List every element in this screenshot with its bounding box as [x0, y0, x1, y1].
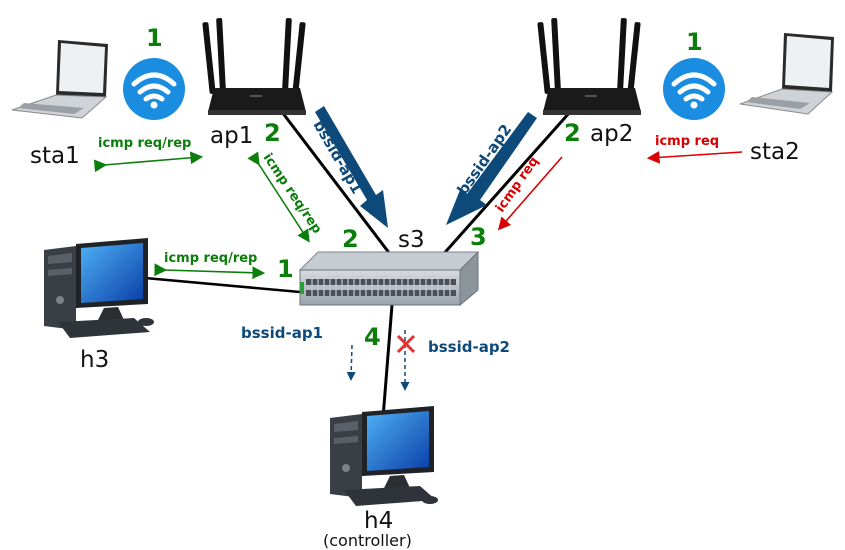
label-ap1: ap1 [210, 123, 253, 149]
flow-label-sta1-ap1: icmp req/rep [98, 136, 191, 151]
arrow-sta1-ap1 [93, 151, 204, 173]
arrow-sta2-ap2 [646, 150, 743, 164]
link-ap2-s3 [438, 111, 572, 259]
dashed-arrow-ap1 [346, 344, 356, 381]
arrow-ap1-s3 [247, 151, 310, 243]
bssid-arrows [315, 106, 537, 391]
label-h3: h3 [80, 347, 109, 373]
bssid-arrow-ap1 [315, 106, 388, 228]
step-ap2-port: 2 [564, 119, 581, 147]
flow-label-h3-s3: icmp req/rep [164, 251, 257, 266]
label-h4: h4 [364, 508, 393, 534]
arrow-ap2-s3 [497, 156, 563, 231]
step-ap1-port: 2 [264, 119, 281, 147]
step-wifi-ap1: 1 [146, 24, 163, 52]
desktop-h4-icon [330, 406, 438, 506]
desktop-h3-icon [44, 238, 154, 338]
label-sta2: sta2 [750, 139, 800, 165]
link-ap1-s3 [280, 111, 395, 259]
flow-arrows-red [497, 150, 743, 231]
flow-label-ap1-s3: icmp req/rep [260, 151, 325, 237]
link-h3-s3 [144, 276, 301, 294]
arrow-h3-s3 [154, 263, 266, 280]
wifi-icon [663, 58, 725, 120]
step-s3-port-ap1: 2 [342, 225, 359, 253]
label-h4-note: (controller) [323, 531, 412, 550]
step-s3-port-h4: 4 [364, 323, 381, 351]
bssid-label-ap2-bottom: bssid-ap2 [428, 338, 510, 356]
step-s3-port-h3: 1 [277, 255, 294, 283]
link-s3-h4 [381, 304, 394, 419]
bssid-arrow-ap2 [446, 112, 537, 225]
label-ap2: ap2 [590, 121, 633, 147]
laptop-sta2-icon [739, 33, 834, 115]
laptop-sta1-icon [11, 40, 108, 119]
label-s3: s3 [398, 227, 425, 253]
links [144, 111, 572, 419]
label-sta1: sta1 [30, 143, 80, 169]
flow-label-sta2-ap2: icmp req [655, 134, 719, 149]
router-ap2-icon [537, 17, 641, 115]
flow-arrows-green [93, 151, 310, 280]
wifi-icon [123, 58, 185, 120]
blocked-x-icon [396, 334, 416, 354]
router-ap1-icon [202, 17, 306, 115]
bssid-label-ap1-bottom: bssid-ap1 [241, 324, 323, 342]
switch-s3-icon [298, 250, 480, 307]
step-s3-port-ap2: 3 [470, 223, 487, 251]
step-wifi-ap2: 1 [686, 28, 703, 56]
